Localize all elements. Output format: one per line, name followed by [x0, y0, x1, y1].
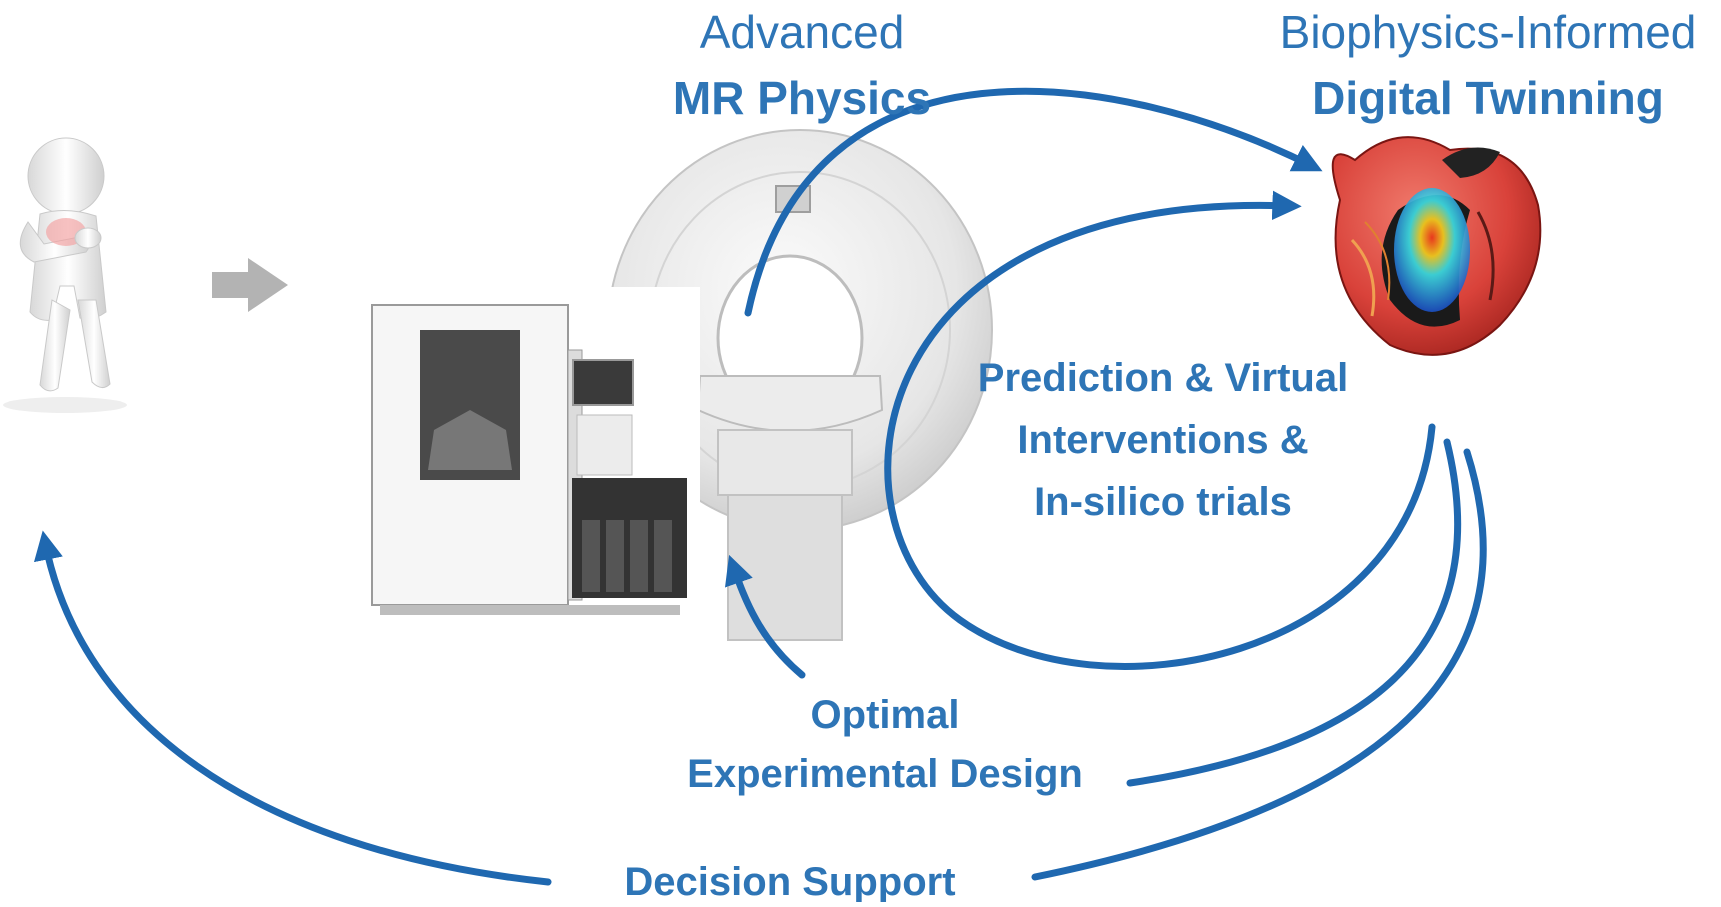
arrow-optimal-to-mri [725, 554, 806, 679]
label-optimal-line1: Optimal [811, 693, 960, 737]
heart-model [1331, 136, 1542, 356]
mri-scanner [607, 129, 993, 641]
label-decision-support: Decision Support [624, 860, 955, 902]
lab-instrument [366, 287, 700, 627]
arrow-mr-to-twin [744, 87, 1323, 317]
label-mr-physics: MR Physics [673, 72, 931, 124]
label-optimal-line2: Experimental Design [687, 752, 1083, 796]
arrow-decision-to-patient [33, 530, 552, 886]
label-prediction-line1: Prediction & Virtual [978, 356, 1348, 400]
label-digital-twinning: Digital Twinning [1312, 72, 1664, 124]
arrow-decision-support-right [1031, 448, 1487, 881]
forward-arrow-icon [212, 258, 288, 312]
label-biophysics-informed: Biophysics-Informed [1280, 6, 1697, 58]
patient-figure [3, 137, 127, 413]
label-advanced: Advanced [700, 6, 905, 58]
arrow-prediction-loop [884, 190, 1436, 670]
label-prediction-line2: Interventions & [1017, 418, 1308, 462]
label-prediction-line3: In-silico trials [1034, 480, 1292, 524]
arrow-to-optimal-design [1126, 438, 1462, 787]
